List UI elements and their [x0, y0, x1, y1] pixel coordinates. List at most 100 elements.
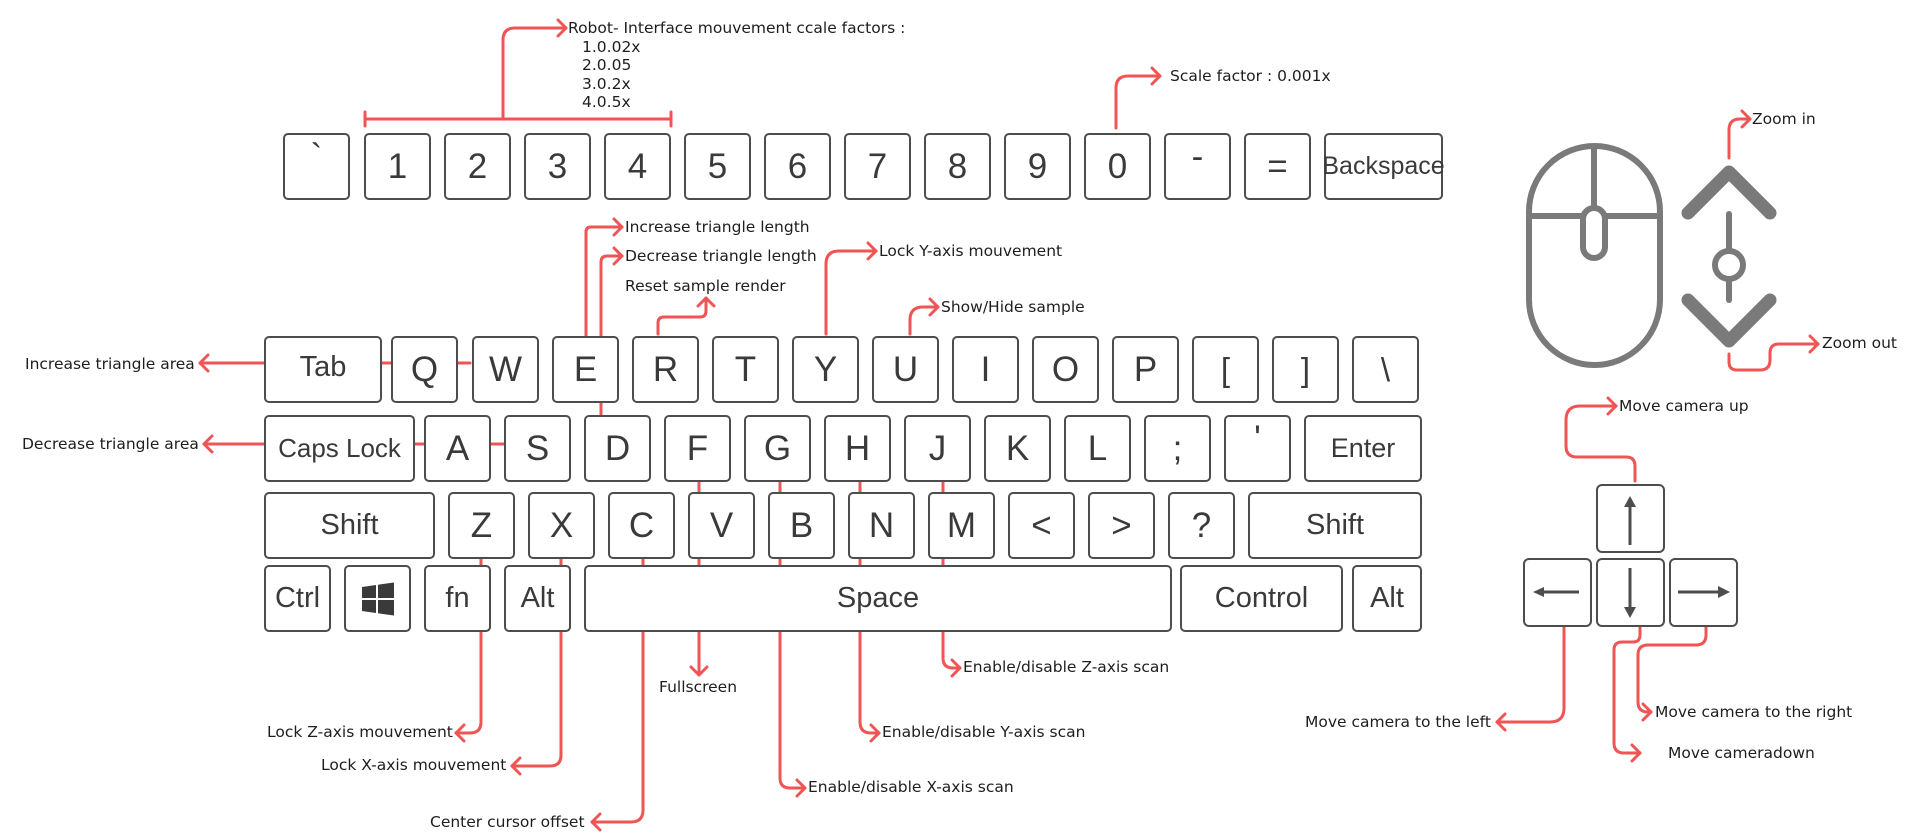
move-camera-down-arrow [1612, 625, 1642, 755]
key-label: 2 [467, 146, 488, 186]
enable-z-scan-label: Enable/disable Z-axis scan [963, 658, 1170, 676]
move-camera-down-arrowhead [1630, 743, 1642, 763]
lock-y-axis-label: Lock Y-axis mouvement [879, 242, 1063, 260]
key-label: U [892, 349, 919, 389]
move-camera-down-label: Move cameradown [1668, 744, 1815, 762]
key-quote: ' [1224, 415, 1291, 482]
key-label: B [789, 505, 814, 545]
key-t: T [712, 336, 779, 403]
key-label: Alt [1370, 582, 1404, 614]
key-question: ? [1168, 492, 1235, 559]
move-camera-up-arrowhead [1606, 396, 1618, 416]
key-alt: Alt [1352, 565, 1422, 632]
key-label: \ [1380, 350, 1391, 388]
zoom-out-arrow [1727, 342, 1820, 372]
key-6: 6 [764, 133, 831, 200]
key-label: ` [310, 136, 323, 176]
key-b: B [768, 492, 835, 559]
scroll-wheel-icon [1712, 248, 1746, 282]
key-shift: Shift [264, 492, 435, 559]
key-z: Z [448, 492, 515, 559]
key-label: Enter [1330, 433, 1396, 463]
key-o: O [1032, 336, 1099, 403]
zoom-in-arrow [1727, 117, 1752, 160]
windows-logo-icon [361, 582, 394, 615]
lock-x-axis-label: Lock X-axis mouvement [321, 756, 507, 774]
key-label: > [1111, 505, 1132, 545]
key-l: L [1064, 415, 1131, 482]
key-space: Space [584, 565, 1172, 632]
key-alt: Alt [504, 565, 571, 632]
key-label: ' [1254, 418, 1261, 458]
key-0: 0 [1084, 133, 1151, 200]
key-label: F [686, 428, 709, 468]
key-q: Q [391, 336, 458, 403]
move-camera-right-label: Move camera to the right [1655, 703, 1853, 721]
key-greater-than: > [1088, 492, 1155, 559]
key-label: 0 [1107, 146, 1128, 186]
key-label: ? [1191, 505, 1212, 545]
scale-factors-arrowhead [556, 18, 568, 38]
key-label: O [1051, 349, 1080, 389]
scale-factor-zero-arrow [1114, 74, 1162, 130]
key-label: G [763, 428, 792, 468]
move-camera-up-label: Move camera up [1619, 397, 1749, 415]
key-n: N [848, 492, 915, 559]
enable-z-scan-arrowhead [950, 658, 962, 678]
key-label: W [488, 349, 523, 389]
key-caps-lock: Caps Lock [264, 415, 415, 482]
increase-triangle-length-arrowhead [612, 217, 624, 237]
lock-y-axis-arrowhead [866, 241, 878, 261]
reset-sample-render-arrowhead [696, 296, 716, 308]
enable-z-scan-arrow [941, 480, 962, 670]
key-label: Q [410, 349, 439, 389]
zoom-in-arrowhead [1740, 109, 1752, 129]
key-w: W [472, 336, 539, 403]
lock-z-axis-arrow [454, 557, 483, 735]
key-label: 8 [947, 146, 968, 186]
key-semicolon: ; [1144, 415, 1211, 482]
increase-triangle-length-label: Increase triangle length [625, 218, 810, 236]
key-5: 5 [684, 133, 751, 200]
key-9: 9 [1004, 133, 1071, 200]
fullscreen-arrowhead [689, 665, 709, 677]
key-label: T [734, 349, 757, 389]
zoom-in-label: Zoom in [1752, 110, 1816, 128]
arrow-right-key-icon [1669, 558, 1738, 627]
key-open-bracket: [ [1192, 336, 1259, 403]
lock-z-axis-label: Lock Z-axis mouvement [267, 723, 453, 741]
move-camera-up-arrow [1564, 404, 1637, 483]
key-4: 4 [604, 133, 671, 200]
key-g: G [744, 415, 811, 482]
key-e: E [552, 336, 619, 403]
key-c: C [608, 492, 675, 559]
key-label: Control [1214, 582, 1309, 614]
key-label: 4 [627, 146, 648, 186]
zoom-out-label: Zoom out [1822, 334, 1897, 352]
key-label: Z [470, 505, 493, 545]
key-shift: Shift [1248, 492, 1422, 559]
key-h: H [824, 415, 891, 482]
key-label: V [709, 505, 734, 545]
enable-x-scan-arrow [778, 480, 807, 790]
increase-triangle-area-arrowhead [198, 353, 210, 373]
show-hide-sample-arrow [908, 305, 940, 336]
key-label: 3 [547, 146, 568, 186]
lock-x-axis-arrowhead [510, 756, 522, 776]
move-camera-right-arrow [1636, 625, 1708, 714]
key-k: K [984, 415, 1051, 482]
scale-factor-3: 3.0.2x [582, 75, 631, 93]
bracket-keys-1-4 [363, 110, 673, 128]
key-label: C [628, 505, 655, 545]
key-label: fn [445, 582, 470, 614]
key-less-than: < [1008, 492, 1075, 559]
key-control: Control [1180, 565, 1343, 632]
key-label: 6 [787, 146, 808, 186]
key-m: M [928, 492, 995, 559]
key-label: 9 [1027, 146, 1048, 186]
key-label: 7 [867, 146, 888, 186]
enable-y-scan-label: Enable/disable Y-axis scan [882, 723, 1086, 741]
key-label: M [946, 505, 977, 545]
key-a: A [424, 415, 491, 482]
